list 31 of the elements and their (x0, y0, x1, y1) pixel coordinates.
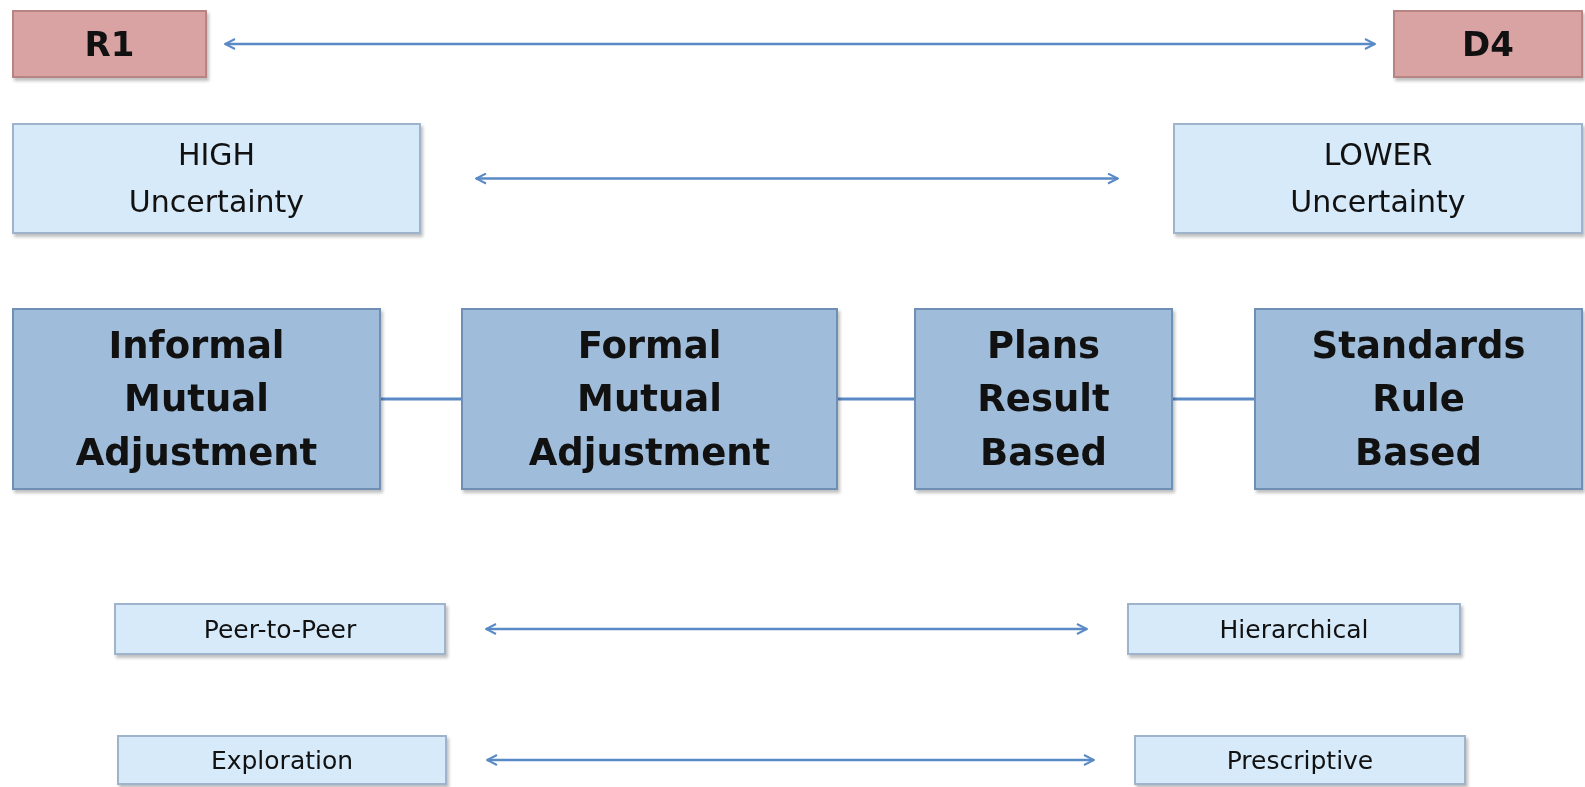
connector-line (381, 397, 461, 401)
uncertainty-box (12, 123, 421, 234)
box-label: R1 (83, 24, 136, 64)
box-label: HIGH Uncertainty (127, 136, 306, 221)
box-label: Hierarchical (1218, 614, 1370, 644)
style-box (114, 603, 446, 655)
box-label: Peer-to-Peer (202, 614, 358, 644)
style-box (117, 735, 447, 785)
double-arrow (224, 38, 1376, 50)
coordination-box (1254, 308, 1583, 490)
box-label: LOWER Uncertainty (1289, 136, 1467, 221)
double-arrow (485, 623, 1088, 635)
category-tag (1393, 10, 1583, 78)
style-box (1134, 735, 1466, 785)
double-arrow (475, 172, 1119, 185)
coordination-box (461, 308, 838, 490)
category-tag (12, 10, 207, 78)
box-label: Plans Result Based (976, 322, 1111, 476)
coordination-box (914, 308, 1173, 490)
connector-line (838, 397, 914, 401)
connector-line (1173, 397, 1254, 401)
coordination-box (12, 308, 381, 490)
box-label: Standards Rule Based (1310, 322, 1527, 476)
box-label: D4 (1461, 24, 1515, 64)
box-label: Exploration (209, 745, 355, 775)
uncertainty-box (1173, 123, 1583, 234)
style-box (1127, 603, 1461, 655)
double-arrow (486, 754, 1095, 766)
box-label: Formal Mutual Adjustment (527, 322, 772, 476)
box-label: Informal Mutual Adjustment (74, 322, 319, 476)
box-label: Prescriptive (1225, 745, 1375, 775)
